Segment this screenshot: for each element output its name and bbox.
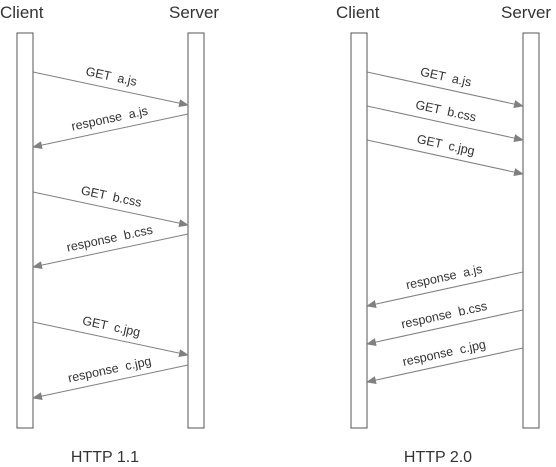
message-arrow	[366, 271, 524, 308]
message-arrow	[32, 321, 189, 358]
message-label: GET b.css	[414, 98, 477, 125]
message-label: response b.css	[65, 223, 154, 255]
server-label: Server	[169, 3, 219, 22]
message-label: response c.jpg	[401, 337, 487, 369]
message-label: GET c.jpg	[416, 132, 476, 158]
message-label: GET c.jpg	[81, 314, 141, 340]
message-arrow	[32, 113, 189, 150]
server-lifeline	[522, 32, 540, 429]
message-arrow	[32, 71, 189, 108]
panel-caption: HTTP 2.0	[404, 449, 472, 466]
message-label: response a.js	[70, 104, 149, 134]
message-arrow	[32, 233, 189, 270]
message-label: response c.jpg	[67, 354, 153, 385]
message-arrow	[366, 105, 524, 142]
message-label: response b.css	[400, 299, 489, 331]
message-arrow	[32, 191, 189, 228]
client-label: Client	[0, 3, 44, 22]
message-arrow	[366, 347, 524, 384]
message-arrow	[366, 139, 524, 176]
message-arrow	[366, 309, 524, 346]
server-label: Server	[501, 3, 551, 22]
message-arrow	[32, 364, 189, 401]
panel-caption: HTTP 1.1	[71, 449, 139, 466]
message-label: GET a.js	[419, 65, 473, 90]
message-arrow	[366, 71, 524, 108]
message-label: response a.js	[405, 262, 484, 292]
server-lifeline	[187, 32, 205, 429]
client-label: Client	[336, 3, 380, 22]
client-lifeline	[350, 32, 368, 429]
client-lifeline	[16, 32, 34, 429]
message-label: GET b.css	[80, 183, 143, 210]
